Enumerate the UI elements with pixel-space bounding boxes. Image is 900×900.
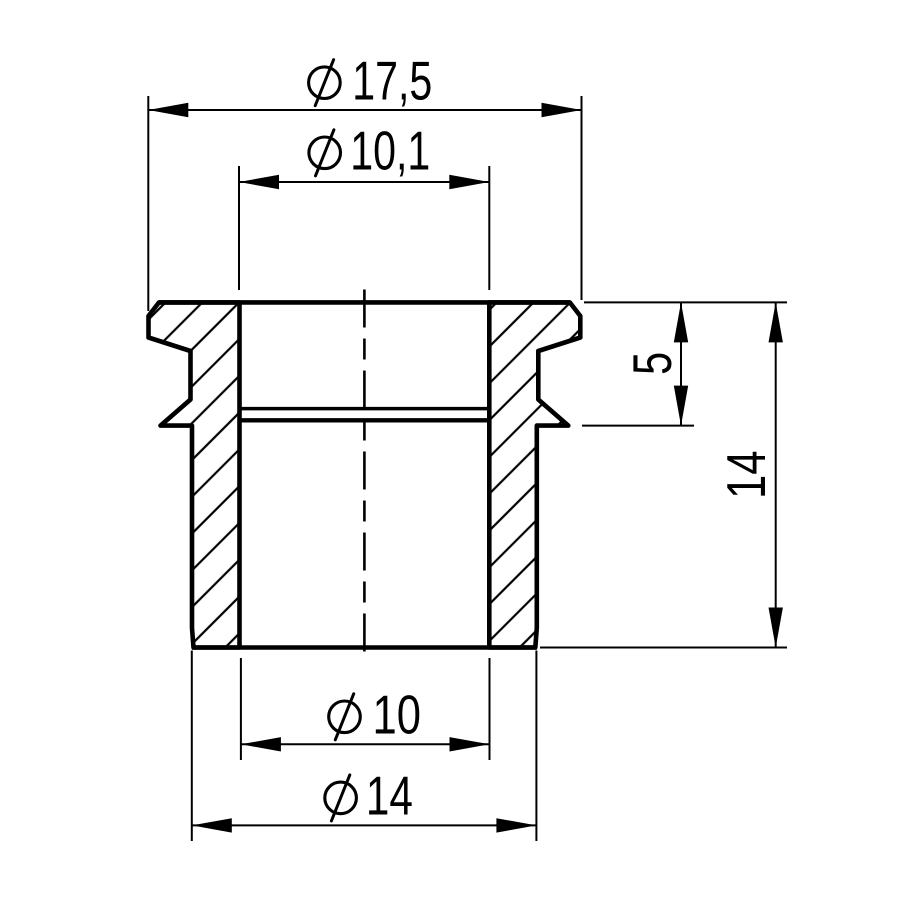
svg-text:17,5: 17,5: [352, 49, 432, 111]
svg-text:14: 14: [715, 450, 777, 499]
svg-text:14: 14: [366, 765, 413, 827]
svg-text:10: 10: [373, 684, 422, 746]
svg-text:10,1: 10,1: [350, 120, 430, 182]
svg-text:5: 5: [621, 352, 683, 375]
